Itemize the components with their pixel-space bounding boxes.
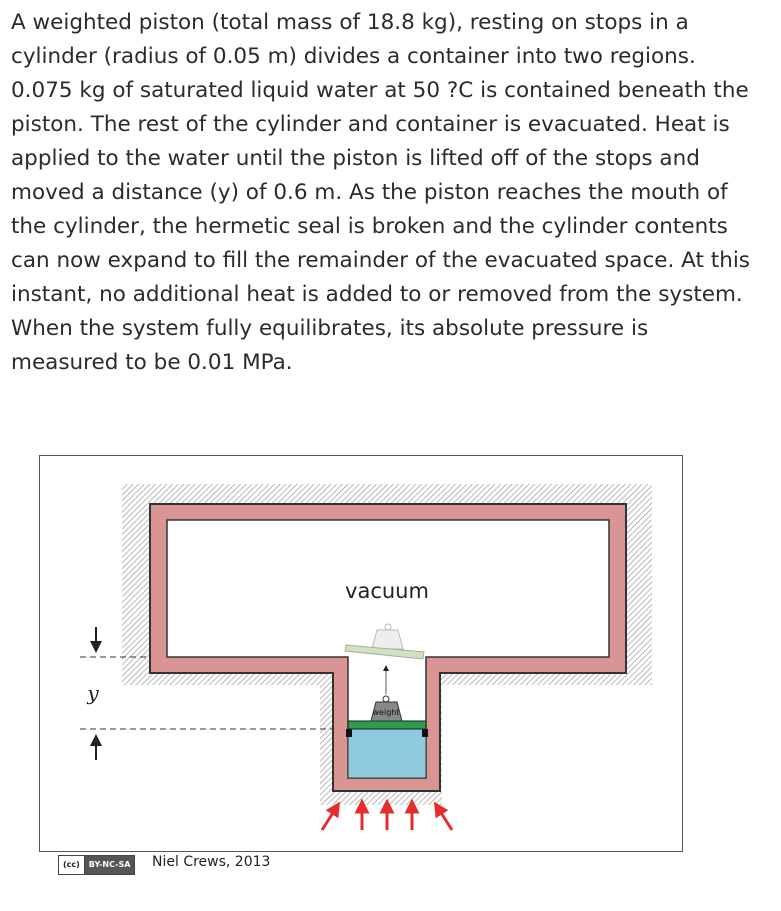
stop-right: [422, 729, 428, 737]
problem-statement: A weighted piston (total mass of 18.8 kg…: [11, 10, 751, 375]
heat-arrows-icon: [320, 798, 454, 831]
water-region: [347, 728, 427, 779]
y-dimension-label: y: [86, 681, 99, 705]
weight-label: weight: [373, 708, 400, 717]
piston-plate: [347, 720, 427, 730]
author-credit: Niel Crews, 2013: [152, 854, 271, 870]
license-type: BY-NC-SA: [84, 856, 135, 874]
ghost-piston: [344, 623, 425, 660]
vacuum-label: vacuum: [345, 579, 429, 603]
weight-block: weight: [370, 695, 403, 722]
cc-license-badge: (cc) BY-NC-SA: [58, 855, 136, 875]
stop-left: [346, 729, 352, 737]
cc-icon: (cc): [59, 856, 85, 874]
